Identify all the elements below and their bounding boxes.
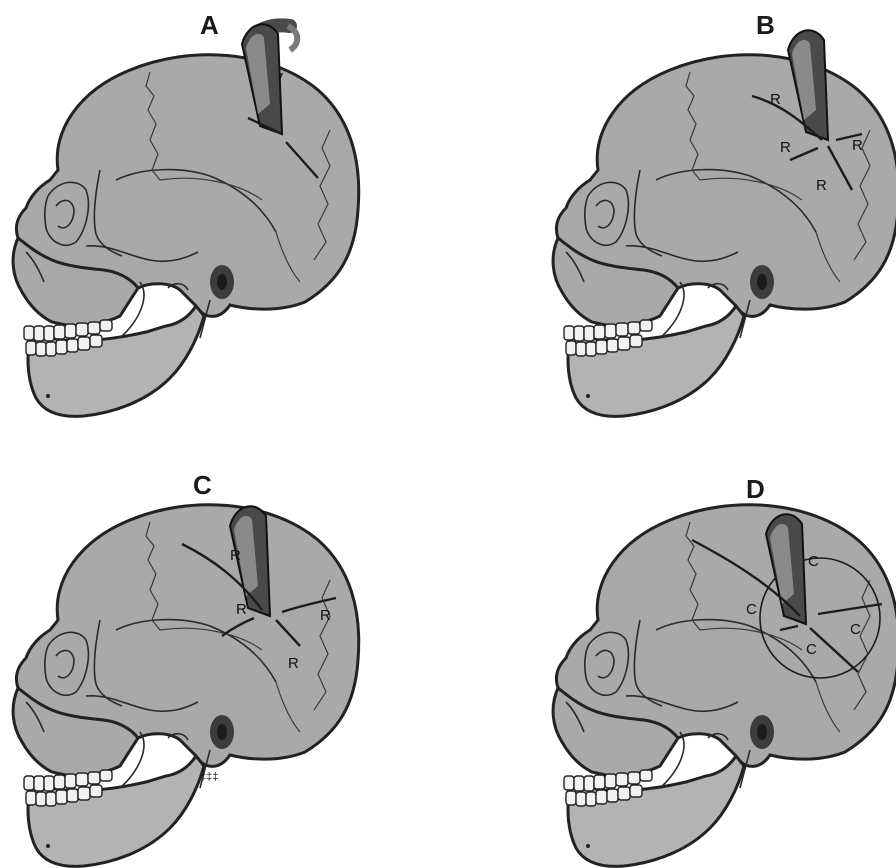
panel-a: A <box>13 10 359 416</box>
fracture-label: C <box>850 621 861 638</box>
skull-a <box>13 55 359 417</box>
fracture-label: R <box>780 139 791 156</box>
panel-d: D C C C C <box>553 474 896 866</box>
fracture-label: R <box>816 177 827 194</box>
skull-b <box>553 55 896 417</box>
fracture-label: C <box>806 641 817 658</box>
fracture-label: R <box>236 601 247 618</box>
fracture-label: R <box>320 607 331 624</box>
fracture-label: C <box>746 601 757 618</box>
fracture-label: R <box>230 547 241 564</box>
panel-letter-d: D <box>746 474 765 504</box>
fracture-label: C <box>808 553 819 570</box>
panel-c: C R R R R ‡‡‡ <box>13 470 359 866</box>
fracture-label: R <box>770 91 781 108</box>
fracture-label: R <box>288 655 299 672</box>
fracture-label: R <box>852 137 863 154</box>
mastoid-mark: ‡‡‡ <box>200 771 218 783</box>
panel-letter-c: C <box>193 470 212 500</box>
panel-letter-a: A <box>200 10 219 40</box>
panel-letter-b: B <box>756 10 775 40</box>
skull-c <box>13 505 359 867</box>
panel-b: B R R R R <box>553 10 896 416</box>
